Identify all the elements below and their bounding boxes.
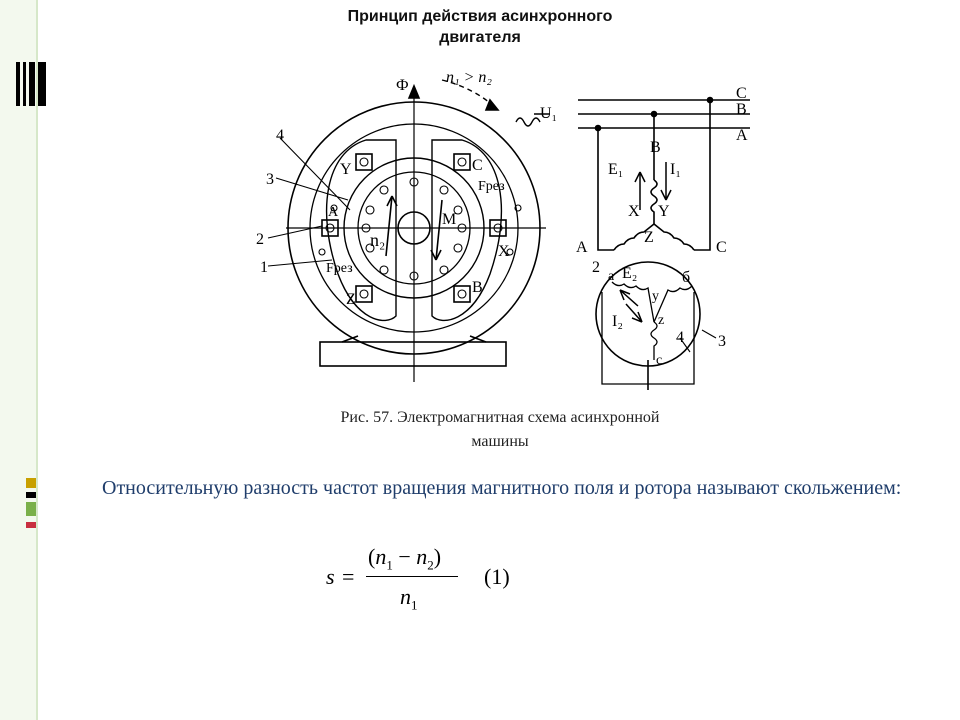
label-M: M <box>442 211 456 228</box>
caption-line-2: машины <box>471 433 529 450</box>
label-sC: C <box>716 239 727 256</box>
label-phi: Ф <box>396 77 409 94</box>
axis-arrow-up <box>407 83 421 99</box>
label-num-3: 3 <box>266 171 274 188</box>
winding-B <box>650 179 658 224</box>
coil-Y <box>355 153 373 171</box>
label-I2: I₂ <box>612 313 623 330</box>
label-rb: б <box>682 269 690 286</box>
label-sB: B <box>650 139 661 156</box>
label-sZ: Z <box>644 229 654 246</box>
label-r3: 3 <box>718 333 726 350</box>
coil-X <box>489 219 507 237</box>
label-sY: Y <box>658 203 670 220</box>
label-num-2: 2 <box>256 231 264 248</box>
diagram-labels: Ф n₁ > n₂ U₁ C B A 4 3 2 1 Y A Z C X B F… <box>256 69 748 368</box>
formula-lhs: s <box>326 564 335 589</box>
winding-C <box>653 223 695 251</box>
pole-shoe-right <box>431 139 502 322</box>
page-title: Принцип действия асинхронного двигателя <box>250 6 710 48</box>
left-decor-rule <box>36 0 38 720</box>
label-speed: n₁ > n₂ <box>446 69 492 86</box>
label-rz: z <box>658 313 664 328</box>
arrow-E1 <box>634 171 646 210</box>
drop-C <box>694 100 711 251</box>
label-line-B: B <box>736 101 747 118</box>
slip-formula: s = (n1 − n2) n1 (1) <box>322 540 542 620</box>
label-E2: E₂ <box>622 265 637 282</box>
label-A: A <box>328 205 339 220</box>
label-Z: Z <box>346 291 356 308</box>
label-X: X <box>498 243 510 260</box>
label-num-1: 1 <box>260 259 268 276</box>
arrow-E2 <box>619 289 639 307</box>
formula-fraction-bar <box>366 576 458 577</box>
title-line-1: Принцип действия асинхронного <box>347 8 613 25</box>
formula-equals: = <box>342 564 355 589</box>
winding-c <box>650 321 658 360</box>
coil-C <box>453 153 471 171</box>
force-arrow-left <box>385 195 398 257</box>
left-decor-band <box>0 0 38 720</box>
label-ry: y <box>652 289 659 304</box>
label-E1: E₁ <box>608 161 623 178</box>
figure-caption: Рис. 57. Электромагнитная схема асинхрон… <box>260 406 740 454</box>
formula-number: (1) <box>484 564 510 589</box>
arrow-I2 <box>625 303 643 323</box>
decor-bars-bottom <box>26 478 36 536</box>
u1-source <box>515 113 550 127</box>
label-B: B <box>472 279 483 296</box>
motor-cross-section <box>267 79 546 382</box>
body-paragraph: Относительную разность частот вращения м… <box>102 477 902 499</box>
label-fres-top: Fрез <box>478 179 505 194</box>
formula-denominator: n1 <box>400 584 418 613</box>
caption-line-1: Рис. 57. Электромагнитная схема асинхрон… <box>340 409 660 426</box>
label-ra: a <box>608 269 615 284</box>
label-fres-bottom: Fрез <box>326 261 353 276</box>
motor-base <box>319 341 507 367</box>
label-C: C <box>472 157 483 174</box>
winding-ab <box>611 281 655 323</box>
label-r2: 2 <box>592 259 600 276</box>
label-Y: Y <box>340 161 352 178</box>
rotor-conductors <box>361 177 467 281</box>
label-num-4: 4 <box>276 127 284 144</box>
circuit-scheme <box>515 96 750 390</box>
decor-bars-top <box>16 62 46 106</box>
label-r4: 4 <box>676 329 684 346</box>
winding-yb <box>653 285 693 323</box>
label-line-A: A <box>736 127 748 144</box>
pole-shoe-left <box>326 139 397 322</box>
label-line-C: C <box>736 85 747 102</box>
motor-feet <box>341 335 487 343</box>
coil-B <box>453 285 471 303</box>
label-u1: U₁ <box>540 105 557 122</box>
winding-A <box>613 223 655 251</box>
force-arrow-right <box>430 199 443 261</box>
coil-Z <box>355 285 373 303</box>
label-n2: n₂ <box>370 230 385 250</box>
label-rc: c <box>656 353 662 368</box>
title-line-2: двигателя <box>439 29 521 46</box>
arrow-I1 <box>660 162 672 201</box>
motor-diagram: Ф n₁ > n₂ U₁ C B A 4 3 2 1 Y A Z C X B F… <box>256 69 750 390</box>
leader-lines <box>267 137 351 267</box>
rotor-leaders <box>679 329 717 353</box>
coil-A <box>321 219 339 237</box>
label-sA: A <box>576 239 588 256</box>
drop-A <box>597 128 614 251</box>
formula-numerator: (n1 − n2) <box>368 544 442 573</box>
rotation-arrow <box>484 98 500 111</box>
label-sX: X <box>628 203 640 220</box>
label-I1: I₁ <box>670 161 681 178</box>
